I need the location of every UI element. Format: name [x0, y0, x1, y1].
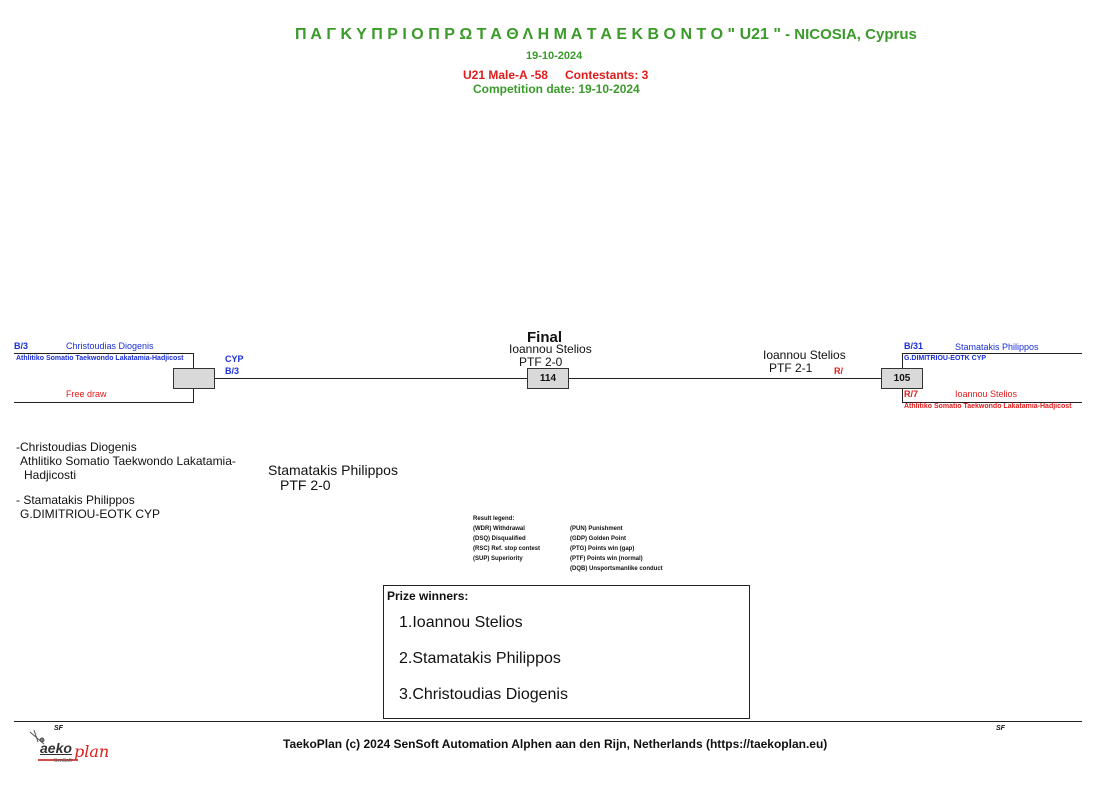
left-code-2: B/3 [225, 366, 240, 376]
prize-title: Prize winners: [387, 589, 469, 603]
final-line-right [568, 378, 882, 379]
final-line-left [214, 378, 528, 379]
sf-left: SF [54, 725, 63, 732]
right-winner-name: Ioannou Stelios [763, 348, 846, 362]
page-title: Π Α Γ Κ Υ Π Ρ Ι Ο Π Ρ Ω Τ Α Θ Λ Η Μ Α Τ … [295, 26, 917, 44]
left-top-line [14, 353, 194, 354]
left-vertical-top [193, 353, 194, 369]
right-top-name: Stamatakis Philippos [955, 342, 1039, 352]
right-winner-corner: R/ [834, 366, 843, 376]
right-vertical-bottom [902, 388, 903, 403]
legend-col2-1: (GDP) Golden Point [570, 536, 626, 542]
right-bottom-line [902, 402, 1082, 403]
legend-col2-0: (PUN) Punishment [570, 526, 623, 532]
free-draw-label: Free draw [66, 389, 107, 399]
footer-copyright: TaekoPlan (c) 2024 SenSoft Automation Al… [283, 737, 828, 751]
left-code: B/3 [14, 341, 29, 351]
legend-col2-3: (PTF) Points win (normal) [570, 556, 643, 562]
left-vertical-bottom [193, 388, 194, 403]
right-bottom-name: Ioannou Stelios [955, 389, 1018, 399]
side-entry-1-club-2: Hadjicosti [24, 468, 77, 482]
left-name: Christoudias Diogenis [66, 341, 154, 351]
side-entry-2-club: G.DIMITRIOU-EOTK CYP [20, 507, 161, 521]
logo-script: plan [74, 742, 110, 761]
side-entry-1-club-1: Athlitiko Somatio Taekwondo Lakatamia- [20, 454, 236, 468]
repechage-name: Stamatakis Philippos [268, 462, 398, 478]
result-legend: Result legend: (WDR) Withdrawal (DSQ) Di… [473, 514, 540, 564]
right-vertical-top [902, 353, 903, 369]
repechage-result: PTF 2-0 [280, 477, 331, 493]
logo-text: aeko [40, 740, 72, 756]
final-match-box: 114 [527, 368, 569, 389]
prize-winner-1: 1.Ioannou Stelios [399, 614, 523, 631]
logo-graphic [29, 729, 78, 761]
legend-col2-4: (DQB) Unsportsmanlike conduct [570, 566, 663, 572]
side-entry-1-name: -Christoudias Diogenis [16, 440, 137, 454]
sf-right: SF [996, 725, 1005, 732]
competition-date: Competition date: 19-10-2024 [473, 82, 640, 96]
left-match-box [173, 368, 215, 389]
prize-winner-2: 2.Stamatakis Philippos [399, 650, 561, 667]
footer-divider [14, 721, 1082, 722]
left-bottom-line [14, 402, 194, 403]
title-city: - NICOSIA, Cyprus [780, 26, 917, 43]
final-winner-name: Ioannou Stelios [509, 342, 592, 356]
left-club: Athlitiko Somatio Taekwondo Lakatamia-Ha… [16, 355, 184, 362]
right-bottom-club: Athlitiko Somatio Taekwondo Lakatamia-Ha… [904, 403, 1072, 410]
prize-winners-box: Prize winners: 1.Ioannou Stelios 2.Stama… [383, 585, 750, 719]
side-entry-2-name: - Stamatakis Philippos [16, 493, 135, 507]
right-top-code: B/31 [904, 341, 924, 351]
final-winner-result: PTF 2-0 [519, 355, 563, 369]
right-winner-result: PTF 2-1 [769, 361, 813, 375]
legend-title: Result legend: [473, 516, 515, 522]
contestants-label: Contestants: 3 [565, 68, 649, 82]
legend-col1-3: (SUP) Superiority [473, 556, 523, 562]
left-country: CYP [225, 354, 244, 364]
legend-col1-2: (RSC) Ref. stop contest [473, 546, 541, 552]
final-label: Final [527, 329, 563, 346]
legend-col1-0: (WDR) Withdrawal [473, 526, 525, 532]
right-bottom-code: R/7 [904, 389, 919, 399]
legend-col2-2: (PTG) Points win (gap) [570, 546, 635, 552]
right-top-club: G.DIMITRIOU-EOTK CYP [904, 355, 987, 362]
logo-small: SenSoft [54, 758, 72, 764]
title-greek: Π Α Γ Κ Υ Π Ρ Ι Ο Π Ρ Ω Τ Α Θ Λ Η Μ Α Τ … [295, 26, 781, 43]
prize-winner-3: 3.Christoudias Diogenis [399, 686, 568, 703]
legend-col1-1: (DSQ) Disqualified [473, 536, 526, 542]
header-date: 19-10-2024 [526, 50, 583, 62]
taekoplan-logo: aeko plan SenSoft [28, 726, 120, 770]
category-label: U21 Male-A -58 [463, 68, 548, 82]
result-legend-col2: (PUN) Punishment (GDP) Golden Point (PTG… [570, 524, 663, 574]
semi-match-box: 105 [881, 368, 923, 389]
right-top-line [902, 353, 1082, 354]
